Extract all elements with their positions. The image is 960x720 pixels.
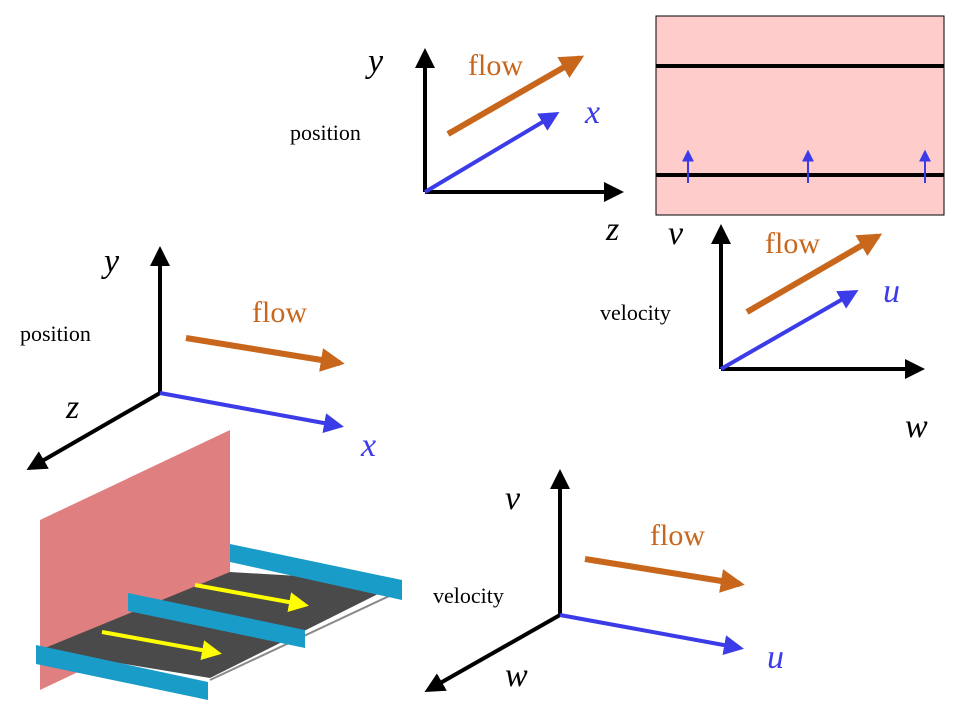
u-axis	[720, 290, 859, 371]
left-position-axes: y z x position flow	[20, 243, 376, 470]
flow-arrow	[584, 556, 745, 593]
w-axis-label: w	[505, 657, 528, 694]
x-axis-label: x	[360, 427, 376, 464]
u-axis	[559, 613, 744, 655]
right-velocity-axes: v u w velocity flow	[600, 215, 928, 445]
x-axis-label: x	[584, 94, 600, 131]
channel-cross-section	[655, 15, 945, 216]
w-axis	[424, 613, 561, 692]
flow-arrow	[745, 233, 883, 315]
z-axis-label: z	[605, 211, 619, 248]
top-position-axes: y x z position flow	[290, 43, 624, 248]
velocity-caption: velocity	[600, 300, 671, 325]
z-axis	[26, 391, 161, 470]
z-axis-label: z	[65, 389, 79, 426]
channel-3d-illustration	[36, 430, 403, 700]
w-axis-label: w	[905, 408, 928, 445]
flow-label: flow	[468, 49, 523, 82]
far-rail	[230, 544, 402, 600]
flow-label: flow	[765, 227, 820, 260]
cross-section-panel	[655, 15, 945, 216]
flow-arrow	[446, 55, 585, 137]
u-axis-label: u	[883, 273, 900, 310]
position-caption: position	[290, 120, 361, 145]
near-rail	[36, 645, 208, 700]
side-wall	[40, 430, 230, 690]
flow-arrow-yellow-1	[194, 583, 309, 612]
position-caption: position	[20, 321, 91, 346]
x-axis	[423, 111, 560, 194]
flow-label: flow	[252, 296, 307, 329]
plate-edge	[209, 589, 403, 681]
velocity-caption: velocity	[433, 583, 504, 608]
v-axis-label: v	[505, 480, 521, 517]
bottom-velocity-axes: v w u velocity flow	[424, 469, 784, 694]
v-axis-label: v	[668, 215, 684, 252]
u-axis-label: u	[767, 639, 784, 676]
y-axis-label: y	[365, 43, 384, 80]
flow-arrow	[185, 335, 345, 372]
x-axis	[159, 391, 344, 433]
y-axis-label: y	[101, 243, 120, 280]
flow-label: flow	[650, 519, 705, 552]
middle-rail	[128, 593, 305, 648]
flow-arrow-yellow-2	[101, 630, 222, 660]
